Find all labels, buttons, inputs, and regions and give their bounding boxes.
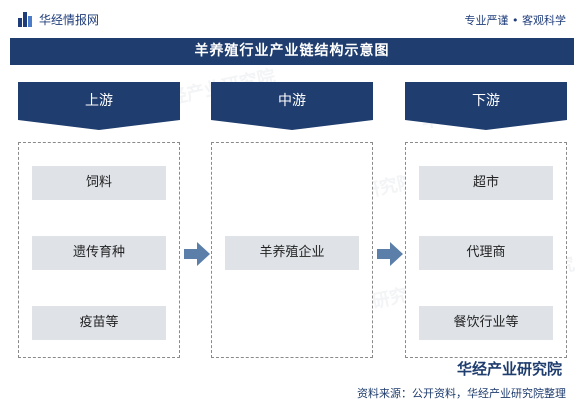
brand[interactable]: 华经情报网: [18, 11, 99, 28]
arrow-right-icon: [184, 242, 210, 266]
downstream-item: 超市: [419, 166, 553, 200]
source-note: 资料来源：公开资料，华经产业研究院整理: [357, 387, 566, 400]
downstream-item: 餐饮行业等: [419, 306, 553, 340]
top-bar: 华经情报网 专业严谨 • 客观科学: [0, 0, 584, 38]
midstream-zone: 羊养殖企业: [211, 142, 373, 358]
downstream-zone: 超市 代理商 餐饮行业等: [405, 142, 567, 358]
title-bar: 羊养殖行业产业链结构示意图: [10, 38, 574, 65]
upstream-item: 饲料: [32, 166, 166, 200]
upstream-item: 遗传育种: [32, 236, 166, 270]
diagram-title: 羊养殖行业产业链结构示意图: [194, 43, 390, 59]
upstream-zone: 饲料 遗传育种 疫苗等: [18, 142, 180, 358]
footer-brand: 华经产业研究院: [456, 360, 562, 378]
midstream-item: 羊养殖企业: [225, 236, 359, 270]
downstream-item: 代理商: [419, 236, 553, 270]
stage-upstream: 上游: [18, 82, 180, 130]
slogan: 专业严谨 • 客观科学: [464, 14, 566, 27]
stage-downstream: 下游: [405, 82, 567, 130]
arrow-right-icon: [377, 242, 403, 266]
upstream-item: 疫苗等: [32, 306, 166, 340]
brand-logo-icon: [18, 12, 33, 27]
stage-midstream: 中游: [211, 82, 373, 130]
brand-name: 华经情报网: [39, 13, 100, 27]
